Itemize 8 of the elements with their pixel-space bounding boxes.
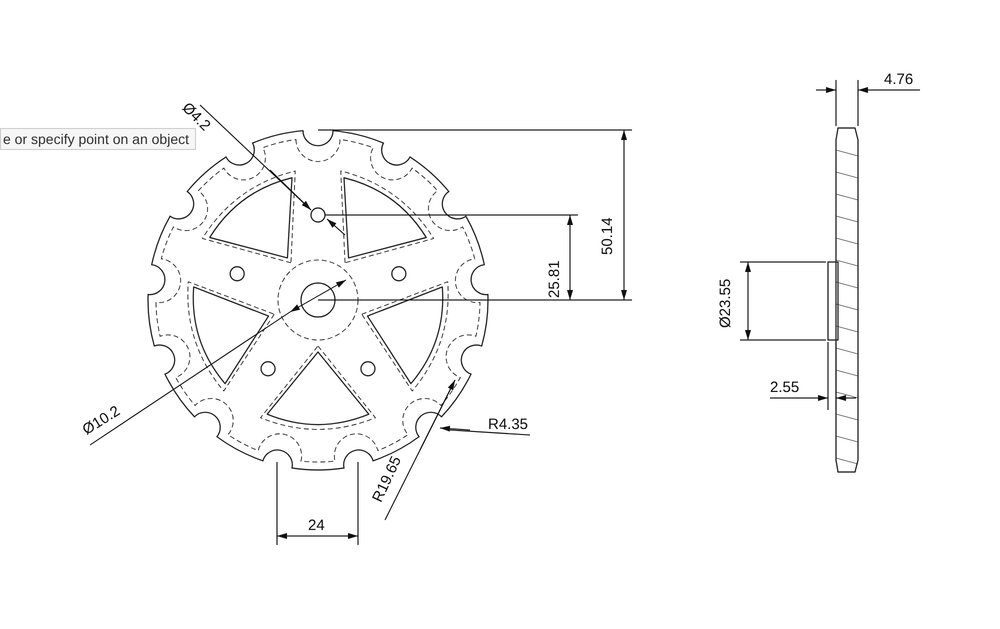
- dimension-label: 4.76: [884, 72, 914, 88]
- dimension-label: 2.55: [770, 380, 800, 396]
- dimension-label: 24: [308, 518, 325, 534]
- dimension-label: Ø23.55: [718, 278, 734, 328]
- dimension-label: R4.35: [488, 417, 528, 433]
- dimension-label: 25.81: [547, 260, 563, 298]
- dimension-label: 50.14: [600, 217, 616, 255]
- tooltip: e or specify point on an object: [0, 128, 196, 150]
